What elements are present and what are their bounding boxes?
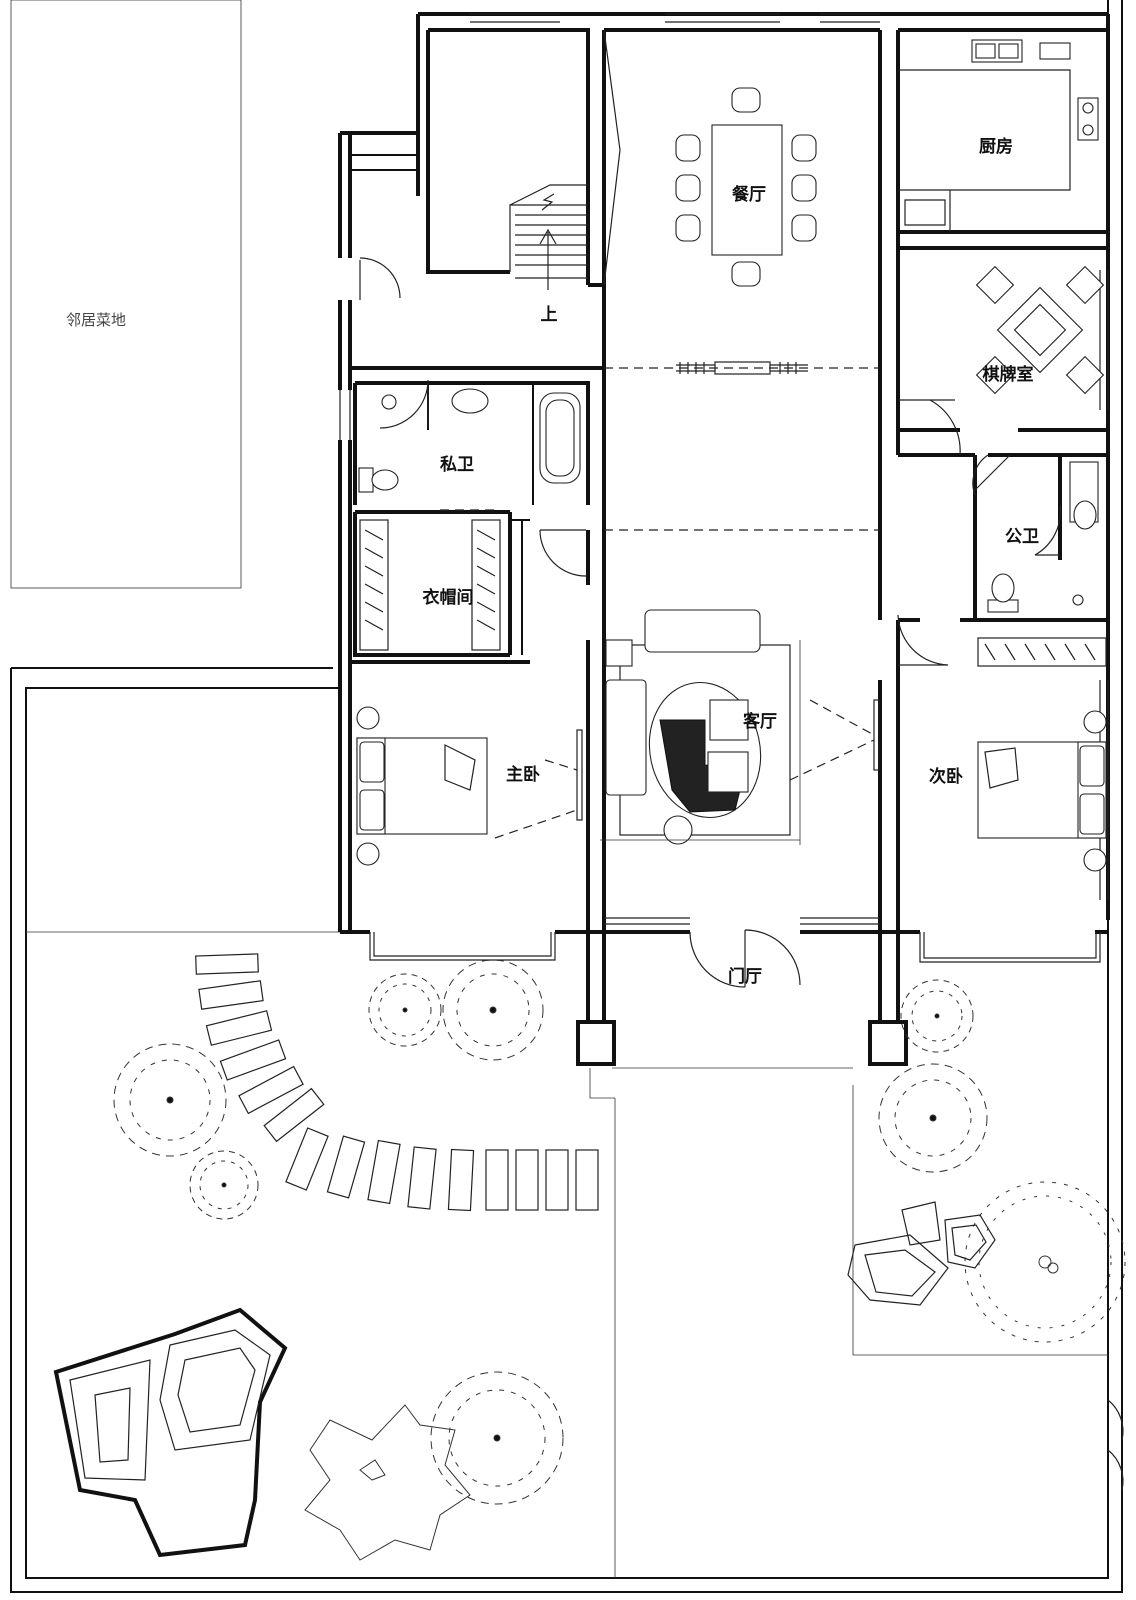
closet-wardrobes bbox=[359, 509, 501, 651]
label-master-bedroom: 主卧 bbox=[506, 764, 540, 785]
label-second-bedroom: 次卧 bbox=[929, 766, 963, 787]
house-walls bbox=[338, 12, 1110, 1020]
garden-divider bbox=[26, 931, 1108, 1578]
garden-trees bbox=[113, 959, 1126, 1561]
space-dividers bbox=[604, 361, 880, 531]
second-bed bbox=[977, 710, 1107, 872]
label-living: 客厅 bbox=[742, 711, 777, 732]
tree bbox=[442, 959, 544, 1061]
site-boundary-right bbox=[1107, 0, 1123, 1390]
label-neighbor-garden: 邻居菜地 bbox=[66, 311, 126, 329]
label-private-bath: 私卫 bbox=[440, 455, 474, 475]
tree bbox=[900, 979, 974, 1053]
living-room-set bbox=[600, 609, 801, 845]
label-kitchen: 厨房 bbox=[979, 136, 1013, 157]
entry-columns bbox=[576, 1020, 908, 1066]
site-boundary bbox=[10, 667, 1123, 1593]
label-closet: 衣帽间 bbox=[423, 587, 474, 608]
dining-table-set bbox=[675, 87, 817, 287]
tree bbox=[189, 1150, 259, 1220]
stair-side-ramp bbox=[603, 29, 621, 286]
label-dining: 餐厅 bbox=[732, 184, 766, 205]
kitchen-fixtures bbox=[898, 39, 1099, 232]
doors bbox=[359, 257, 1062, 988]
garden-rockery bbox=[53, 1201, 996, 1558]
tree bbox=[430, 1371, 564, 1505]
tree bbox=[304, 1404, 471, 1561]
tree bbox=[368, 973, 442, 1047]
master-bed bbox=[356, 706, 488, 866]
stepping-stone-path bbox=[195, 953, 599, 1212]
label-stairs-up: 上 bbox=[541, 305, 558, 325]
private-bath-fixtures bbox=[358, 388, 581, 493]
tv-units bbox=[494, 699, 880, 839]
tree bbox=[878, 1063, 988, 1173]
mahjong-table bbox=[975, 265, 1105, 395]
tree bbox=[113, 1043, 227, 1157]
tree bbox=[964, 1181, 1126, 1343]
label-mahjong: 棋牌室 bbox=[983, 364, 1034, 385]
side-gate bbox=[1107, 1399, 1124, 1491]
staircase bbox=[509, 184, 588, 290]
neighbor-garden-plot bbox=[10, 0, 242, 589]
label-public-bath: 公卫 bbox=[1005, 527, 1039, 547]
second-bedroom-wardrobe bbox=[977, 637, 1107, 667]
label-foyer: 门厅 bbox=[728, 966, 762, 987]
public-bath-fixtures bbox=[987, 461, 1099, 613]
